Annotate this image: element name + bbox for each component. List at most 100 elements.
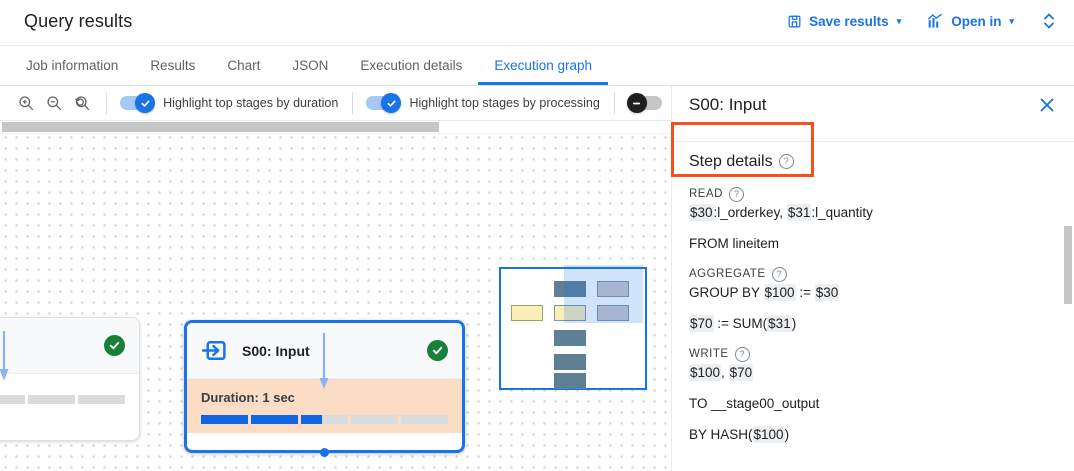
canvas-horizontal-scrollbar[interactable] <box>0 121 671 134</box>
header-actions: Save results ▾ Open in ▾ <box>785 9 1060 33</box>
section-keyword-row: READ? <box>689 186 1057 202</box>
variable-token: $100 <box>752 426 785 443</box>
minimap-node <box>597 281 629 297</box>
panel-divider <box>672 141 1074 142</box>
minimap-node <box>554 305 586 321</box>
scrollbar-thumb[interactable] <box>2 122 439 132</box>
open-in-button[interactable]: Open in ▾ <box>925 11 1016 32</box>
section-keyword-row: AGGREGATE? <box>689 266 1057 282</box>
zoom-reset-icon[interactable] <box>70 91 94 115</box>
step-details-heading: Step details ? <box>689 153 1057 171</box>
graph-edges <box>0 331 329 389</box>
help-icon[interactable]: ? <box>778 154 794 169</box>
detail-line: $30:l_orderkey, $31:l_quantity <box>689 204 873 221</box>
toggle-highlight-duration[interactable]: Highlight top stages by duration <box>106 86 352 120</box>
minimap-node <box>597 305 629 321</box>
toggle-knob <box>626 93 647 113</box>
variable-token: $100 <box>689 364 722 381</box>
graph-minimap[interactable] <box>499 265 647 390</box>
step-details-label: Step details <box>689 153 773 170</box>
node-body: Duration: 1 sec <box>187 379 462 433</box>
toggle-highlight-processing[interactable]: Highlight top stages by processing <box>352 86 613 120</box>
duration-segment <box>401 415 448 424</box>
help-icon[interactable]: ? <box>734 347 750 362</box>
detail-line: $70 := SUM($31) <box>689 315 797 332</box>
panel-title: S00: Input <box>689 95 767 114</box>
node-title: S00: Input <box>242 342 310 359</box>
section-keyword: AGGREGATE <box>689 268 766 280</box>
save-results-button[interactable]: Save results ▾ <box>785 11 903 32</box>
detail-line: BY HASH($100) <box>689 426 790 443</box>
help-icon[interactable]: ? <box>728 187 744 202</box>
execution-graph-canvas[interactable]: 59.01M records <box>0 121 671 471</box>
detail-line: $100, $70 <box>689 364 754 381</box>
tab-execution-graph[interactable]: Execution graph <box>478 46 608 85</box>
step-details-panel: S00: Input Step details ? READ? $30:l_ord… <box>671 86 1074 471</box>
toggle-knob <box>135 93 156 113</box>
tab-execution-details[interactable]: Execution details <box>360 58 463 73</box>
chevron-down-icon: ▾ <box>1009 15 1014 26</box>
toggle-switch[interactable] <box>366 93 402 113</box>
variable-token: $70 <box>728 364 754 381</box>
detail-line: TO __stage00_output <box>689 396 820 411</box>
section-keyword: READ <box>689 188 723 200</box>
panel-header: S00: Input <box>672 86 1074 124</box>
input-arrow-icon <box>201 337 228 364</box>
check-circle-icon <box>104 335 125 356</box>
save-results-label: Save results <box>809 13 889 29</box>
check-circle-icon <box>427 340 448 361</box>
tab-results[interactable]: Results <box>150 58 196 73</box>
tab-chart[interactable]: Chart <box>227 58 261 73</box>
minimap-viewport[interactable] <box>564 265 643 323</box>
save-icon <box>787 14 802 29</box>
panel-scrollbar-thumb[interactable] <box>1064 226 1072 304</box>
zoom-in-icon[interactable] <box>14 91 38 115</box>
variable-token: $30 <box>689 204 714 221</box>
tab-bar: Job information Results Chart JSON Execu… <box>0 46 1074 86</box>
toggle-label-processing: Highlight top stages by processing <box>409 96 600 110</box>
panel-content: Step details ? READ? $30:l_orderkey, $31:… <box>672 142 1074 471</box>
toggle-third[interactable] <box>614 86 671 120</box>
duration-segment <box>0 395 26 404</box>
duration-segment <box>251 415 298 424</box>
duration-segment <box>301 415 348 424</box>
duration-bar <box>0 395 125 404</box>
tab-json[interactable]: JSON <box>292 58 329 73</box>
variable-token: $31 <box>786 204 812 221</box>
duration-segment <box>351 415 398 424</box>
variable-token: $30 <box>814 284 840 301</box>
node-output-port[interactable] <box>320 448 329 457</box>
section-keyword: WRITE <box>689 348 729 360</box>
toggle-knob <box>381 93 402 113</box>
toggle-label-duration: Highlight top stages by duration <box>163 96 339 110</box>
section-keyword-row: WRITE? <box>689 346 1057 362</box>
chart-icon <box>927 13 944 29</box>
variable-token: $100 <box>763 284 796 301</box>
open-in-label: Open in <box>951 13 1002 29</box>
zoom-out-icon[interactable] <box>42 91 66 115</box>
page-title: Query results <box>24 11 133 31</box>
tab-job-information[interactable]: Job information <box>26 58 119 73</box>
zoom-controls <box>0 91 106 115</box>
minimap-node <box>554 373 586 389</box>
toggle-switch[interactable] <box>120 93 156 113</box>
duration-segment <box>201 415 248 424</box>
toggle-switch[interactable] <box>626 93 662 113</box>
node-header <box>0 318 139 374</box>
duration-segment <box>28 395 76 404</box>
graph-node-partial-top[interactable] <box>0 317 140 441</box>
variable-token: $70 <box>689 315 714 332</box>
node-duration: Duration: 1 sec <box>201 390 295 405</box>
minimap-node <box>511 305 543 321</box>
detail-line: FROM lineitem <box>689 236 780 251</box>
minimap-node <box>554 281 586 297</box>
variable-token: $31 <box>767 315 792 332</box>
node-body <box>0 374 139 428</box>
close-icon[interactable] <box>1035 93 1059 117</box>
detail-line: GROUP BY $100 := $30 <box>689 284 840 301</box>
chevron-down-icon: ▾ <box>896 15 902 26</box>
expand-collapse-icon[interactable] <box>1038 9 1060 33</box>
duration-bar <box>201 415 448 424</box>
help-icon[interactable]: ? <box>771 267 787 282</box>
